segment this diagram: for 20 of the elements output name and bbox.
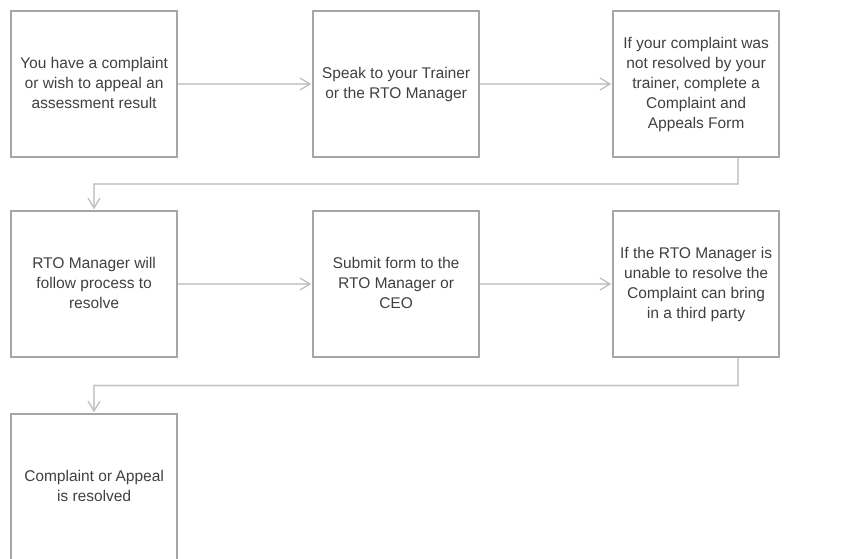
step-text: Complaint or Appeal is resolved <box>23 466 165 507</box>
process-box <box>10 10 178 158</box>
process-box <box>612 10 780 158</box>
arrow <box>87 158 739 209</box>
process-box <box>10 210 178 358</box>
process-box <box>10 413 178 559</box>
step-text: RTO Manager will follow process to resolve <box>31 254 157 314</box>
process-box <box>312 210 480 358</box>
step-text: Speak to your Trainer or the RTO Manager <box>320 64 472 104</box>
step-text: You have a complaint or wish to appeal an assessment result <box>19 54 169 114</box>
arrow <box>480 277 611 291</box>
process-box <box>612 210 780 358</box>
arrow <box>178 77 311 91</box>
step-text: Submit form to the RTO Manager or CEO <box>332 254 460 314</box>
step-text: If your complaint was not resolved by your trainer, complete a Complaint and Appeals Form <box>622 34 770 134</box>
arrow <box>178 277 311 291</box>
arrow <box>87 358 739 412</box>
arrow <box>480 77 611 91</box>
process-box <box>312 10 480 158</box>
step-text: If the RTO Manager is unable to resolve the Complaint can bring in a third party <box>620 244 772 324</box>
